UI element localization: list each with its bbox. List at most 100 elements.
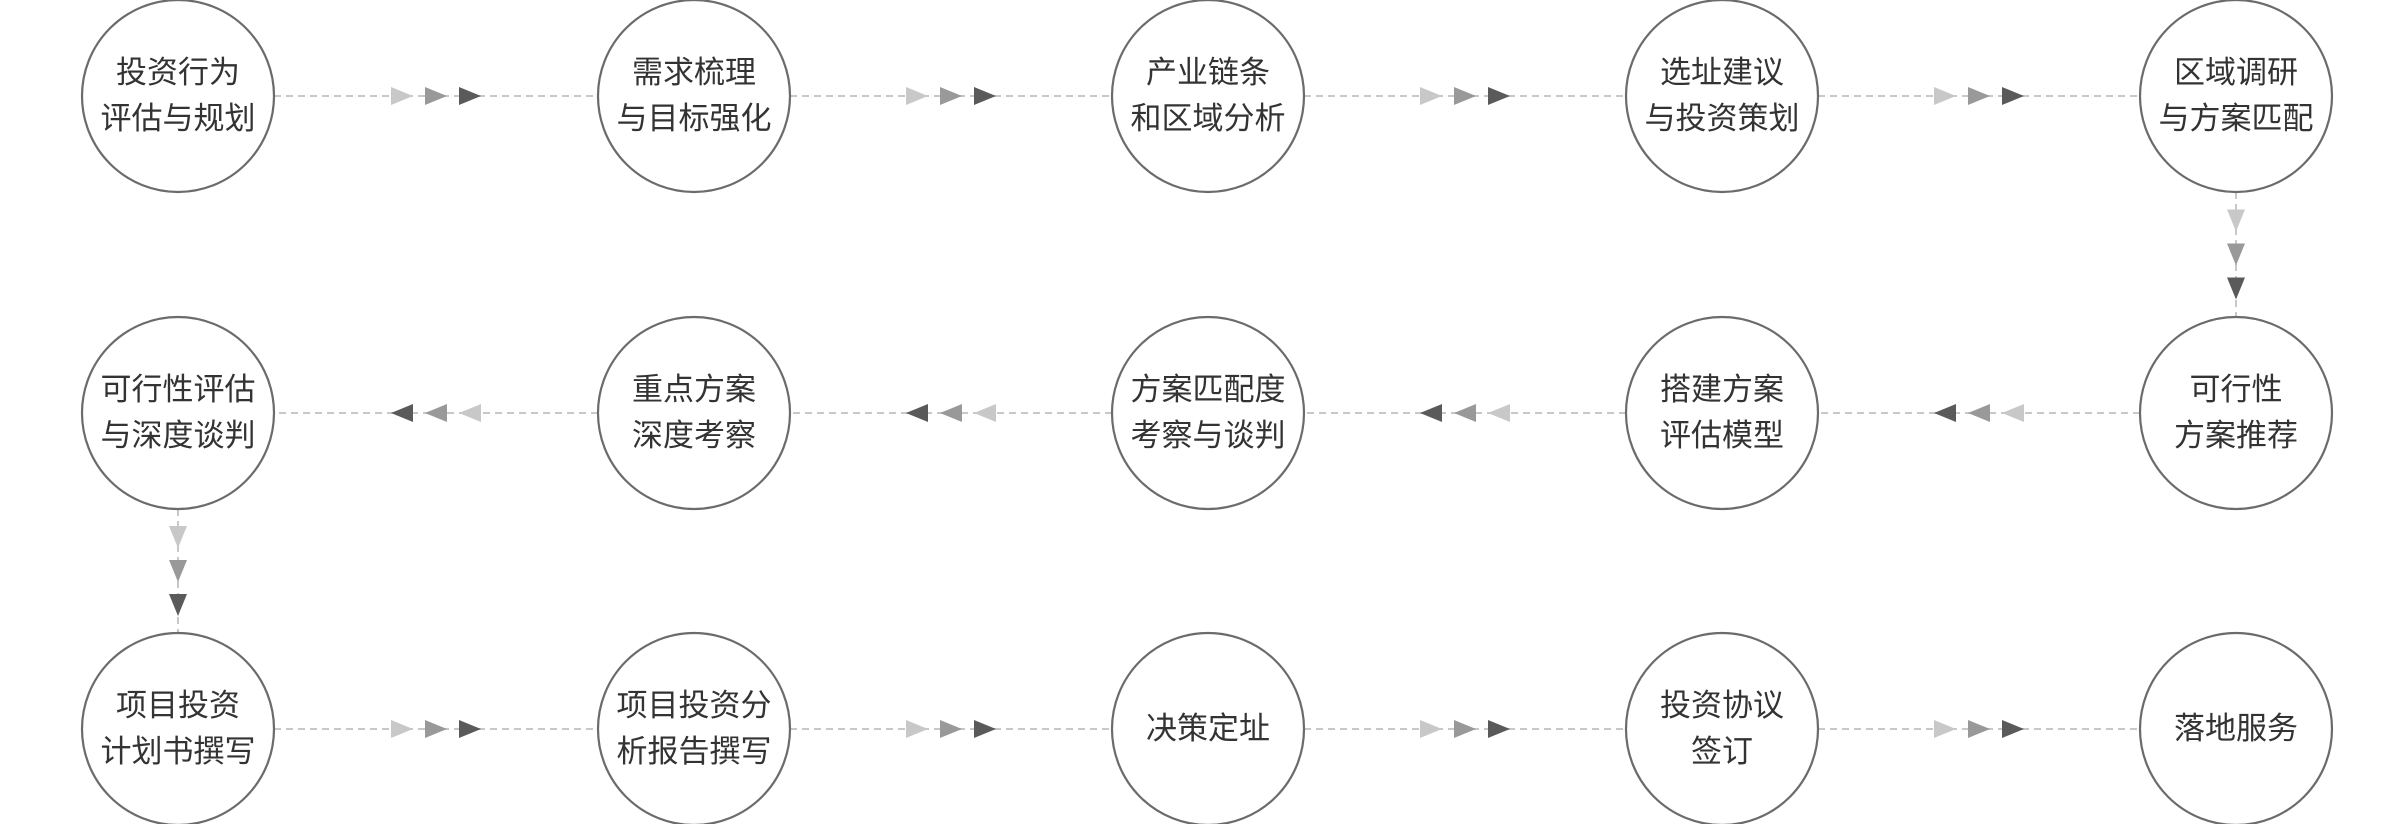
step-label: 评估与规划 <box>101 101 256 137</box>
arrow-right-icon <box>1420 720 1442 738</box>
step-label: 项目投资分 <box>617 688 772 724</box>
arrow-down-icon <box>2227 209 2245 232</box>
step-label: 评估模型 <box>1660 418 1784 454</box>
arrow-down-icon <box>169 594 187 616</box>
step-label: 签订 <box>1691 734 1753 770</box>
step-label: 重点方案 <box>632 372 756 408</box>
step-label: 与深度谈判 <box>101 418 256 454</box>
step-circle <box>1624 631 1820 824</box>
step-label: 与投资策划 <box>1645 101 1800 137</box>
arrow-left-icon <box>391 404 413 422</box>
arrow-right-icon <box>906 87 928 105</box>
step-circle <box>2138 631 2334 824</box>
arrow-down-icon <box>169 560 187 582</box>
step-label: 和区域分析 <box>1131 101 1286 137</box>
arrow-left-icon <box>906 404 928 422</box>
arrow-right-icon <box>459 87 481 105</box>
arrow-right-icon <box>1968 720 1990 738</box>
step-label: 产业链条 <box>1146 55 1270 91</box>
connectors <box>169 87 2245 738</box>
step-label: 需求梳理 <box>632 55 756 91</box>
step-circle <box>1624 0 1820 194</box>
arrow-right-icon <box>2002 720 2024 738</box>
arrow-left-icon <box>459 404 481 422</box>
arrow-right-icon <box>2002 87 2024 105</box>
step-label: 决策定址 <box>1146 711 1270 747</box>
arrow-left-icon <box>425 404 447 422</box>
step-node: 落地服务 <box>2138 631 2334 824</box>
step-label: 搭建方案 <box>1660 372 1784 408</box>
arrow-left-icon <box>1454 404 1476 422</box>
step-circle <box>80 315 276 511</box>
arrow-right-icon <box>974 87 996 105</box>
step-label: 与方案匹配 <box>2159 101 2314 137</box>
step-label: 投资行为 <box>116 55 240 91</box>
arrow-down-icon <box>169 526 187 548</box>
arrow-right-icon <box>1420 87 1442 105</box>
arrow-right-icon <box>940 87 962 105</box>
step-circle <box>80 0 276 194</box>
step-label: 项目投资 <box>116 688 240 724</box>
step-label: 可行性评估 <box>101 372 256 408</box>
step-label: 深度考察 <box>632 418 756 454</box>
step-label: 落地服务 <box>2174 711 2298 747</box>
step-label: 可行性 <box>2190 372 2283 408</box>
step-circle <box>1110 631 1306 824</box>
arrow-right-icon <box>906 720 928 738</box>
arrow-left-icon <box>940 404 962 422</box>
step-circle <box>1110 315 1306 511</box>
step-label: 与目标强化 <box>617 101 772 137</box>
step-label: 考察与谈判 <box>1131 418 1286 454</box>
arrow-left-icon <box>1420 404 1442 422</box>
arrow-right-icon <box>974 720 996 738</box>
arrow-right-icon <box>391 87 413 105</box>
step-label: 方案匹配度 <box>1131 372 1286 408</box>
step-label: 区域调研 <box>2174 55 2298 91</box>
step-node: 决策定址 <box>1110 631 1306 824</box>
step-circle <box>1110 0 1306 194</box>
step-circle <box>2138 315 2334 511</box>
arrow-down-icon <box>2227 243 2245 266</box>
step-label: 计划书撰写 <box>101 734 256 770</box>
arrow-right-icon <box>940 720 962 738</box>
arrow-down-icon <box>2227 277 2245 300</box>
arrow-left-icon <box>2002 404 2024 422</box>
step-circle <box>1624 315 1820 511</box>
step-label: 选址建议 <box>1660 55 1784 91</box>
arrow-right-icon <box>1968 87 1990 105</box>
arrow-right-icon <box>1454 87 1476 105</box>
step-circle <box>596 315 792 511</box>
arrow-right-icon <box>459 720 481 738</box>
arrow-right-icon <box>391 720 413 738</box>
step-label: 方案推荐 <box>2174 418 2298 454</box>
arrow-left-icon <box>1968 404 1990 422</box>
arrow-right-icon <box>425 87 447 105</box>
arrow-left-icon <box>1934 404 1956 422</box>
arrow-right-icon <box>425 720 447 738</box>
arrow-right-icon <box>1488 720 1510 738</box>
arrow-right-icon <box>1934 87 1956 105</box>
step-label: 析报告撰写 <box>617 734 772 770</box>
arrow-left-icon <box>1488 404 1510 422</box>
step-circle <box>596 0 792 194</box>
step-circle <box>80 631 276 824</box>
arrow-right-icon <box>1488 87 1510 105</box>
arrow-left-icon <box>974 404 996 422</box>
arrow-right-icon <box>1934 720 1956 738</box>
step-circle <box>596 631 792 824</box>
